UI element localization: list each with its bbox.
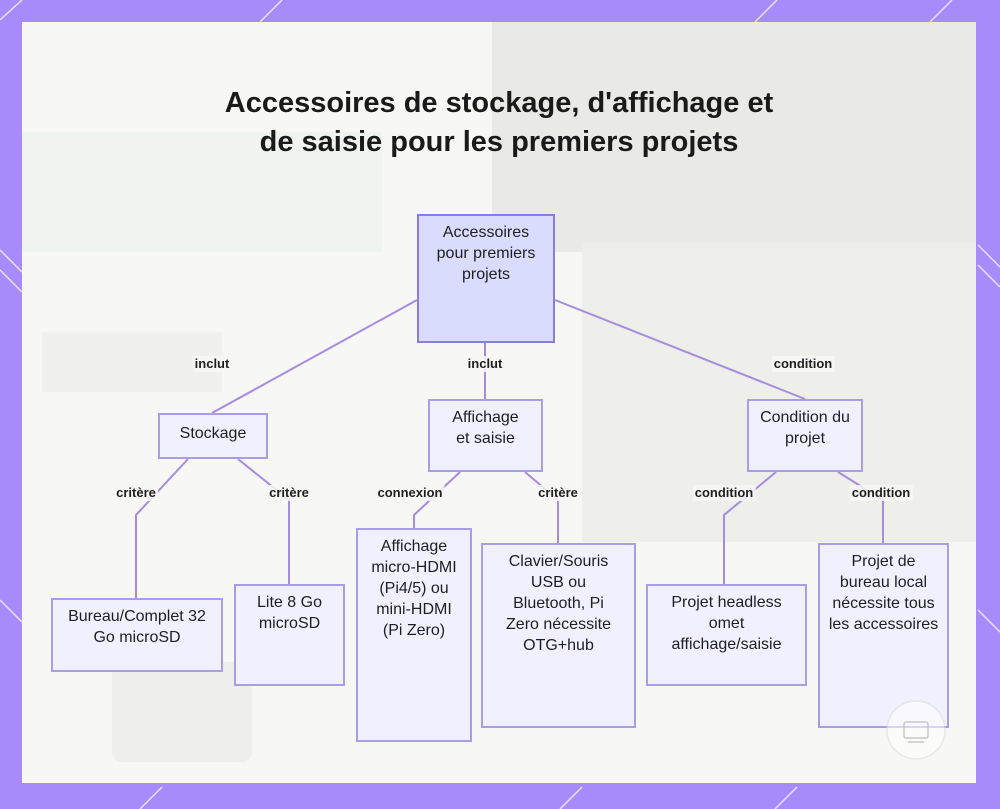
edge-storage-desktop: [135, 458, 189, 598]
edge-label-storage-desktop: critère: [114, 485, 158, 501]
edge-label-root-display: inclut: [465, 356, 505, 372]
edge-display-hdmi: [413, 471, 461, 528]
edge-label-condition-desktop: condition: [849, 485, 913, 501]
edge-root-condition: [554, 299, 806, 400]
node-keyboard-mouse: Clavier/Souris USB ou Bluetooth, Pi Zero…: [481, 543, 636, 728]
node-condition: Condition du projet: [747, 399, 863, 472]
node-headless-label: Projet headless omet affichage/saisie: [671, 594, 782, 653]
node-lite-storage-label: Lite 8 Go microSD: [257, 594, 322, 632]
edge-label-root-condition: condition: [771, 356, 835, 372]
node-keyboard-mouse-label: Clavier/Souris USB ou Bluetooth, Pi Zero…: [506, 553, 611, 654]
edge-condition-desktop: [837, 471, 884, 543]
node-headless: Projet headless omet affichage/saisie: [646, 584, 807, 686]
node-root: Accessoires pour premiers projets: [417, 214, 555, 343]
edge-root-storage: [211, 299, 418, 414]
edge-display-keyboard: [524, 471, 559, 543]
edge-label-display-hdmi: connexion: [375, 485, 445, 501]
node-micro-hdmi: Affichage micro-HDMI (Pi4/5) ou mini-HDM…: [356, 528, 472, 742]
diagram-title: Accessoires de stockage, d'affichage et …: [224, 87, 774, 158]
node-display: Affichage et saisie: [428, 399, 543, 472]
node-desktop-project: Projet de bureau local nécessite tous le…: [818, 543, 949, 728]
node-desktop-storage-label: Bureau/Complet 32 Go microSD: [68, 608, 206, 646]
edge-label-storage-lite: critère: [267, 485, 311, 501]
node-display-label: Affichage et saisie: [452, 409, 519, 447]
node-desktop-storage: Bureau/Complet 32 Go microSD: [51, 598, 223, 672]
edge-storage-lite: [237, 458, 290, 584]
edge-condition-headless: [723, 471, 777, 584]
node-condition-label: Condition du projet: [760, 409, 850, 447]
node-desktop-project-label: Projet de bureau local nécessite tous le…: [828, 553, 939, 633]
edge-label-condition-headless: condition: [692, 485, 756, 501]
edge-label-display-keyboard: critère: [536, 485, 580, 501]
node-storage-label: Stockage: [179, 425, 247, 442]
node-storage: Stockage: [158, 413, 268, 459]
node-root-label: Accessoires pour premiers projets: [436, 224, 536, 283]
raspberry-pi-badge-icon: [886, 700, 946, 760]
node-lite-storage: Lite 8 Go microSD: [234, 584, 345, 686]
edge-label-root-storage: inclut: [192, 356, 232, 372]
node-micro-hdmi-label: Affichage micro-HDMI (Pi4/5) ou mini-HDM…: [371, 538, 457, 639]
